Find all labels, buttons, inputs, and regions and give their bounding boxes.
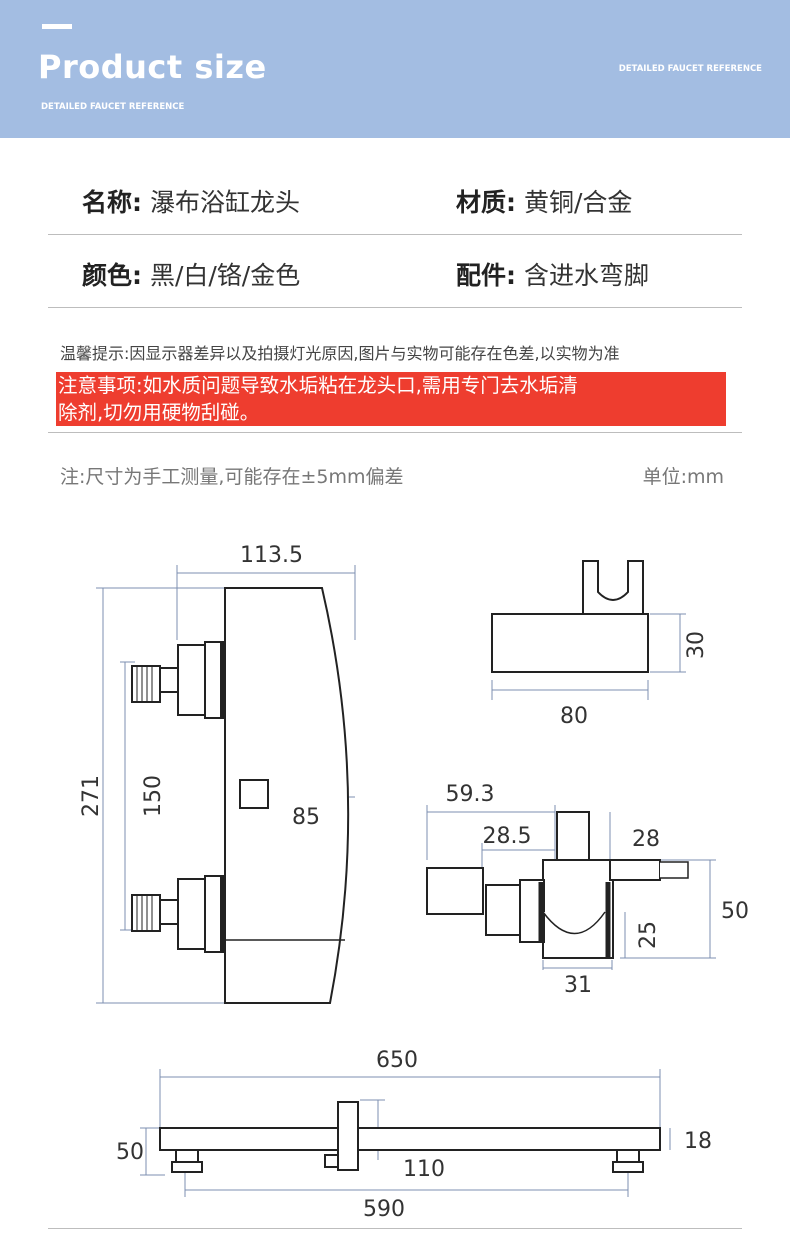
spec-row-2: 颜色: 黑/白/铬/金色 配件: 含进水弯脚 xyxy=(48,236,742,308)
dim-bar-leg-spacing: 590 xyxy=(363,1197,405,1222)
dim-holder-width: 80 xyxy=(560,704,588,729)
dim-side-knob: 28 xyxy=(632,827,660,852)
dim-bar-center: 110 xyxy=(403,1157,445,1182)
spec-color: 颜色: 黑/白/铬/金色 xyxy=(82,256,300,292)
dim-side-total: 59.3 xyxy=(446,782,495,807)
dim-inlet-spacing: 150 xyxy=(141,775,166,817)
dim-bar-thickness: 18 xyxy=(684,1129,712,1154)
shower-bar-drawing xyxy=(159,1101,661,1173)
dimension-labels: 113.5 271 150 85 30 80 59.3 28.5 28 50 2… xyxy=(79,543,749,1222)
spec-accessory: 配件: 含进水弯脚 xyxy=(456,256,649,292)
unit-label: 单位:mm xyxy=(642,466,724,488)
header-accent-dash xyxy=(42,24,72,29)
warning-line-1: 注意事项:如水质问题导致水垢粘在龙头口,需用专门去水垢清 xyxy=(58,374,578,397)
thread-marks xyxy=(136,666,153,931)
shower-holder-drawing xyxy=(491,560,649,673)
spec-divider xyxy=(48,234,742,235)
spec-name-label: 名称: xyxy=(82,188,142,217)
section-divider xyxy=(48,432,742,433)
warning-box: 注意事项:如水质问题导致水垢粘在龙头口,需用专门去水垢清 除剂,切勿用硬物刮碰。 xyxy=(56,372,726,426)
spec-divider xyxy=(48,307,742,308)
dim-side-height: 50 xyxy=(721,899,749,924)
spec-accessory-label: 配件: xyxy=(456,261,516,290)
measurement-note: 注:尺寸为手工测量,可能存在±5mm偏差 xyxy=(60,466,404,488)
dim-front-height: 271 xyxy=(79,775,104,817)
page-title: Product size xyxy=(38,48,267,86)
dim-front-depth: 85 xyxy=(292,805,320,830)
header-subtitle-left: DETAILED FAUCET REFERENCE xyxy=(41,102,185,112)
spec-material-value: 黄铜/合金 xyxy=(523,188,633,217)
faucet-side-view xyxy=(426,811,689,959)
dim-bar-height: 50 xyxy=(116,1140,144,1165)
header-subtitle-right: DETAILED FAUCET REFERENCE xyxy=(618,64,762,74)
warning-line-2: 除剂,切勿用硬物刮碰。 xyxy=(58,401,260,424)
dim-side-lower: 25 xyxy=(636,921,661,949)
dim-front-width: 113.5 xyxy=(240,543,303,568)
dim-holder-height: 30 xyxy=(684,631,709,659)
spec-row-1: 名称: 瀑布浴缸龙头 材质: 黄铜/合金 xyxy=(48,163,742,235)
spec-name-value: 瀑布浴缸龙头 xyxy=(149,188,300,217)
spec-material: 材质: 黄铜/合金 xyxy=(456,183,632,219)
spec-accessory-value: 含进水弯脚 xyxy=(523,261,649,290)
header-banner: Product size DETAILED FAUCET REFERENCE D… xyxy=(0,0,790,138)
dimension-lines xyxy=(96,565,716,1197)
dim-side-offset: 28.5 xyxy=(483,824,532,849)
spec-color-label: 颜色: xyxy=(82,261,142,290)
dim-side-bottom: 31 xyxy=(564,973,592,998)
spec-material-label: 材质: xyxy=(456,188,516,217)
spec-color-value: 黑/白/铬/金色 xyxy=(149,261,301,290)
spec-name: 名称: 瀑布浴缸龙头 xyxy=(82,183,300,219)
footer-divider xyxy=(48,1228,742,1229)
tip-text: 温馨提示:因显示器差异以及拍摄灯光原因,图片与实物可能存在色差,以实物为准 xyxy=(60,344,620,363)
dim-bar-total: 650 xyxy=(376,1048,418,1073)
